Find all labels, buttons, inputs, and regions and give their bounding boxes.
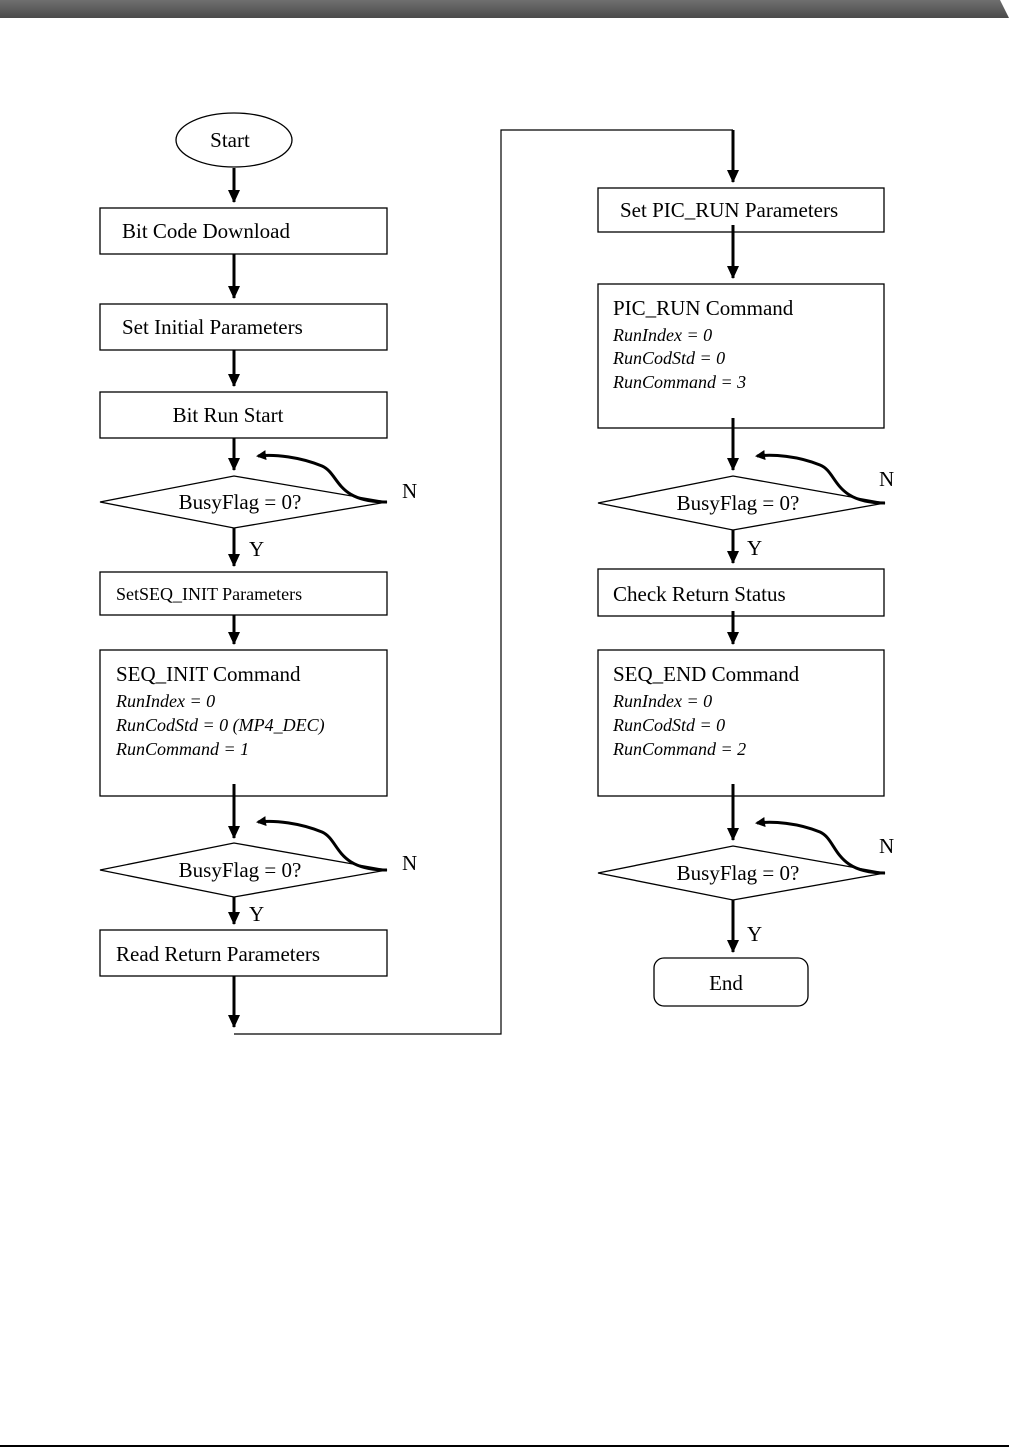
- set-seq-init-parameters-box: [99, 571, 388, 616]
- check-return-status-box: [597, 568, 885, 617]
- yes-label-1: Y: [249, 537, 264, 561]
- pic-run-param-1: RunIndex = 0: [612, 325, 712, 345]
- pic-run-command-title: PIC_RUN Command: [613, 296, 794, 320]
- set-pic-run-parameters-box: [597, 187, 885, 233]
- seq-init-param-1: RunIndex = 0: [115, 691, 215, 711]
- set-initial-parameters-label: Set Initial Parameters: [122, 315, 303, 339]
- set-pic-run-parameters-label: Set PIC_RUN Parameters: [620, 198, 838, 222]
- busy-check-1-label: BusyFlag = 0?: [179, 490, 302, 514]
- no-label-3: N: [879, 467, 894, 491]
- start-label: Start: [210, 128, 250, 152]
- seq-end-command-box: [597, 649, 885, 797]
- busy-check-3-label: BusyFlag = 0?: [677, 491, 800, 515]
- pic-run-param-2: RunCodStd = 0: [612, 348, 725, 368]
- loop-arrow-busy2: [256, 816, 388, 872]
- bit-run-start-box: [99, 391, 388, 439]
- seq-end-param-2: RunCodStd = 0: [612, 715, 725, 735]
- seq-init-param-2: RunCodStd = 0 (MP4_DEC): [115, 715, 325, 736]
- start-terminal: [175, 112, 293, 168]
- yes-label-2: Y: [249, 902, 264, 926]
- seq-end-param-1: RunIndex = 0: [612, 691, 712, 711]
- set-initial-parameters-box: [99, 303, 388, 351]
- header-bar: [0, 0, 1009, 18]
- seq-init-command-title: SEQ_INIT Command: [116, 662, 301, 686]
- busy-check-2-label: BusyFlag = 0?: [179, 858, 302, 882]
- read-return-parameters-label: Read Return Parameters: [116, 942, 320, 966]
- yes-label-4: Y: [747, 922, 762, 946]
- end-label: End: [709, 971, 743, 995]
- busy-check-4-label: BusyFlag = 0?: [677, 861, 800, 885]
- footer-rule: [0, 1445, 1009, 1447]
- yes-label-3: Y: [747, 536, 762, 560]
- bit-code-download-box: [99, 207, 388, 255]
- loop-arrow-busy4: [755, 817, 886, 875]
- header-bar-corner: [1000, 0, 1009, 18]
- end-terminal: [653, 957, 809, 1007]
- seq-init-command-box: [99, 649, 388, 797]
- check-return-status-label: Check Return Status: [613, 582, 786, 606]
- bit-run-start-label: Bit Run Start: [173, 403, 284, 427]
- pic-run-param-3: RunCommand = 3: [612, 372, 746, 392]
- seq-end-command-title: SEQ_END Command: [613, 662, 800, 686]
- column-connector: [234, 129, 733, 1035]
- no-label-2: N: [402, 851, 417, 875]
- loop-arrow-busy1: [256, 450, 388, 504]
- no-label-1: N: [402, 479, 417, 503]
- no-label-4: N: [879, 834, 894, 858]
- seq-init-param-3: RunCommand = 1: [115, 739, 249, 759]
- pic-run-command-box: [597, 283, 885, 429]
- bit-code-download-label: Bit Code Download: [122, 219, 290, 243]
- loop-arrow-busy3: [755, 450, 886, 505]
- seq-end-param-3: RunCommand = 2: [612, 739, 746, 759]
- read-return-parameters-box: [99, 929, 388, 977]
- set-seq-init-parameters-label: SetSEQ_INIT Parameters: [116, 584, 302, 604]
